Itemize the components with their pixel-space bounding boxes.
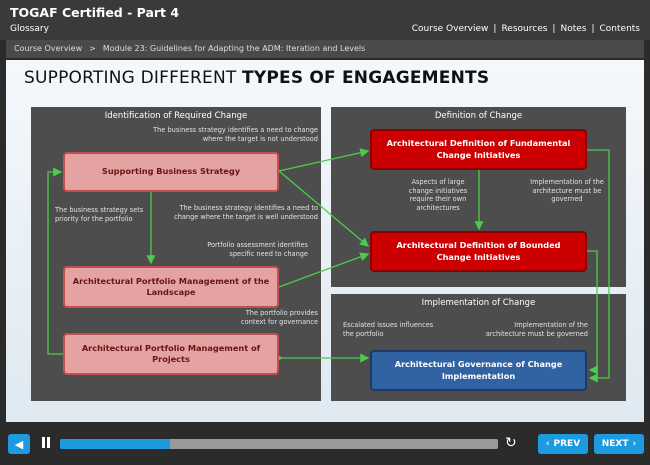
progress-bar[interactable] xyxy=(60,439,498,449)
breadcrumb-module: Module 23: Guidelines for Adapting the A… xyxy=(102,44,366,53)
volume-button[interactable]: ◀ xyxy=(8,434,30,454)
note-governed-top: Implementation of the architecture must … xyxy=(530,178,604,204)
box-supporting-business-strategy: Supporting Business Strategy xyxy=(63,152,279,192)
chevron-right-icon: › xyxy=(632,439,637,449)
title-light: SUPPORTING DIFFERENT xyxy=(24,68,243,88)
replay-icon[interactable]: ↻ xyxy=(505,435,517,451)
panel-title-identification: Identification of Required Change xyxy=(104,111,248,121)
glossary-link[interactable]: Glossary xyxy=(10,24,49,34)
resources-link[interactable]: Resources xyxy=(501,24,548,34)
nav-separator: | xyxy=(552,24,556,34)
panel-title-implementation: Implementation of Change xyxy=(421,298,536,308)
note-context: The portfolio provides context for gover… xyxy=(241,309,318,326)
note-aspects: Aspects of large change initiatives requ… xyxy=(408,178,468,212)
note-assessment: Portfolio assessment identifies specific… xyxy=(207,241,308,258)
breadcrumb-course-overview[interactable]: Course Overview xyxy=(14,44,83,53)
chevron-left-icon: ‹ xyxy=(545,439,550,449)
course-title: TOGAF Certified - Part 4 xyxy=(10,5,180,20)
slide-content: SUPPORTING DIFFERENT TYPES OF ENGAGEMENT… xyxy=(6,60,644,422)
contents-link[interactable]: Contents xyxy=(599,24,640,34)
breadcrumb-separator: > xyxy=(89,44,96,53)
box-governance: Architectural Governance of Change Imple… xyxy=(370,350,587,391)
next-button[interactable]: NEXT › xyxy=(594,434,644,454)
next-label: NEXT xyxy=(601,439,629,449)
panel-title-definition: Definition of Change xyxy=(434,111,523,121)
notes-link[interactable]: Notes xyxy=(560,24,587,34)
note-escalated: Escalated issues influences the portfoli… xyxy=(343,321,434,338)
course-overview-link[interactable]: Course Overview xyxy=(411,24,489,34)
breadcrumb: Course Overview > Module 23: Guidelines fo… xyxy=(6,40,644,58)
progress-fill xyxy=(60,439,170,449)
note-governed-bottom: Implementation of the architecture must … xyxy=(485,321,588,338)
pause-button[interactable] xyxy=(40,436,52,450)
note-well-understood: The business strategy identifies a need … xyxy=(174,204,318,221)
slide-title: SUPPORTING DIFFERENT TYPES OF ENGAGEMENT… xyxy=(24,68,489,88)
nav-separator: | xyxy=(591,24,595,34)
top-nav: Course Overview | Resources | Notes | Co… xyxy=(412,24,640,34)
nav-separator: | xyxy=(493,24,497,34)
note-not-understood: The business strategy identifies a need … xyxy=(153,126,318,143)
title-bold: TYPES OF ENGAGEMENTS xyxy=(242,68,490,88)
prev-label: PREV xyxy=(553,439,581,449)
top-bar: TOGAF Certified - Part 4 Glossary Course… xyxy=(0,0,650,40)
speaker-icon: ◀ xyxy=(14,437,24,451)
prev-button[interactable]: ‹ PREV xyxy=(538,434,588,454)
note-sets-priority: The business strategy sets priority for … xyxy=(55,206,144,223)
box-fundamental-change: Architectural Definition of Fundamental … xyxy=(370,129,587,170)
player-controls: ◀ ↻ ‹ PREV NEXT › xyxy=(0,427,650,465)
box-portfolio-projects: Architectural Portfolio Management of Pr… xyxy=(63,333,279,375)
box-bounded-change: Architectural Definition of Bounded Chan… xyxy=(370,231,587,272)
box-portfolio-landscape: Architectural Portfolio Management of th… xyxy=(63,266,279,308)
